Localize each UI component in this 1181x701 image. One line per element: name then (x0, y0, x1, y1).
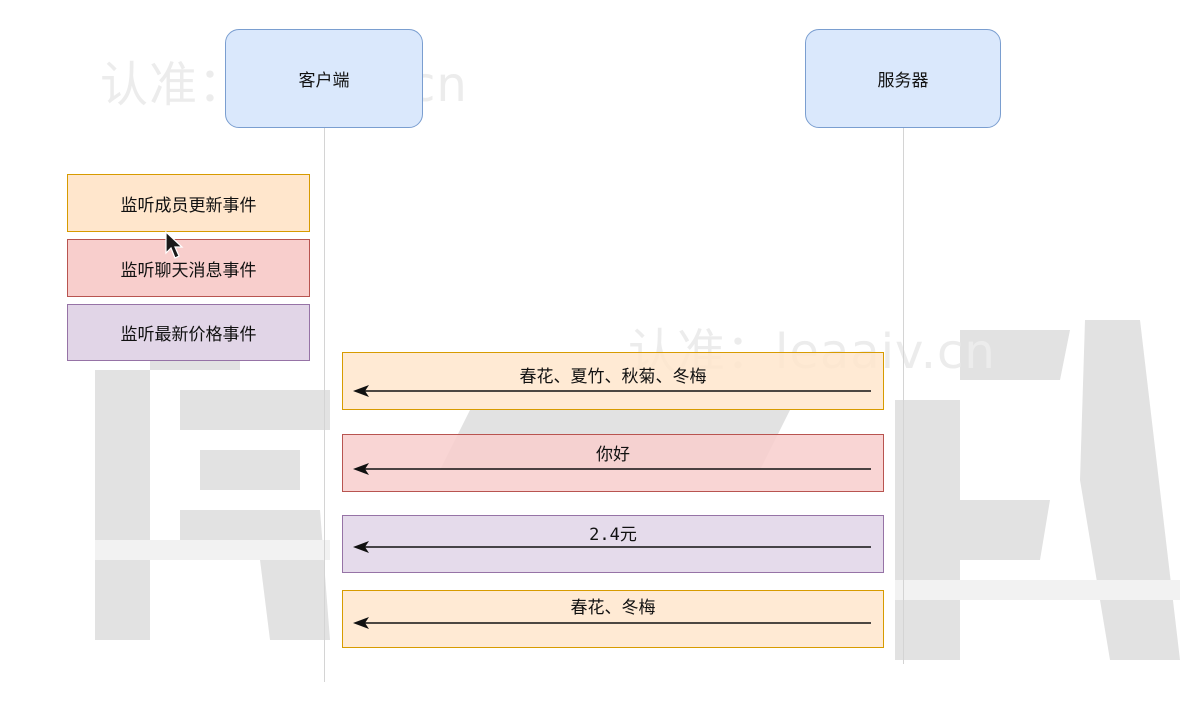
message-box-price[interactable]: 2.4元 (342, 515, 884, 573)
message-label-members-filtered: 春花、冬梅 (570, 598, 656, 618)
server-actor[interactable]: 服务器 (805, 29, 1001, 128)
message-arrow-chat (353, 463, 871, 475)
legend-latest-price-label: 监听最新价格事件 (120, 325, 257, 345)
legend-member-update-label: 监听成员更新事件 (120, 195, 257, 216)
message-label-chat: 你好 (596, 445, 630, 465)
message-label-members: 春花、夏竹、秋菊、冬梅 (519, 367, 707, 387)
legend-chat-message-label: 监听聊天消息事件 (120, 260, 257, 281)
message-arrow-price (353, 541, 871, 553)
server-lifeline (903, 128, 904, 664)
message-arrow-members-filtered (353, 617, 871, 629)
mouse-cursor-icon (165, 231, 184, 259)
legend-chat-message[interactable]: 监听聊天消息事件 (67, 239, 310, 297)
legend-latest-price[interactable]: 监听最新价格事件 (67, 304, 310, 361)
legend-member-update[interactable]: 监听成员更新事件 (67, 174, 310, 232)
server-actor-label: 服务器 (877, 71, 929, 91)
client-actor[interactable]: 客户端 (225, 29, 423, 128)
message-box-members[interactable]: 春花、夏竹、秋菊、冬梅 (342, 352, 884, 410)
client-lifeline (324, 128, 325, 682)
client-actor-label: 客户端 (298, 71, 350, 91)
message-label-price: 2.4元 (589, 525, 637, 545)
message-box-chat[interactable]: 你好 (342, 434, 884, 492)
message-box-members-filtered[interactable]: 春花、冬梅 (342, 590, 884, 648)
message-arrow-members (353, 385, 871, 397)
